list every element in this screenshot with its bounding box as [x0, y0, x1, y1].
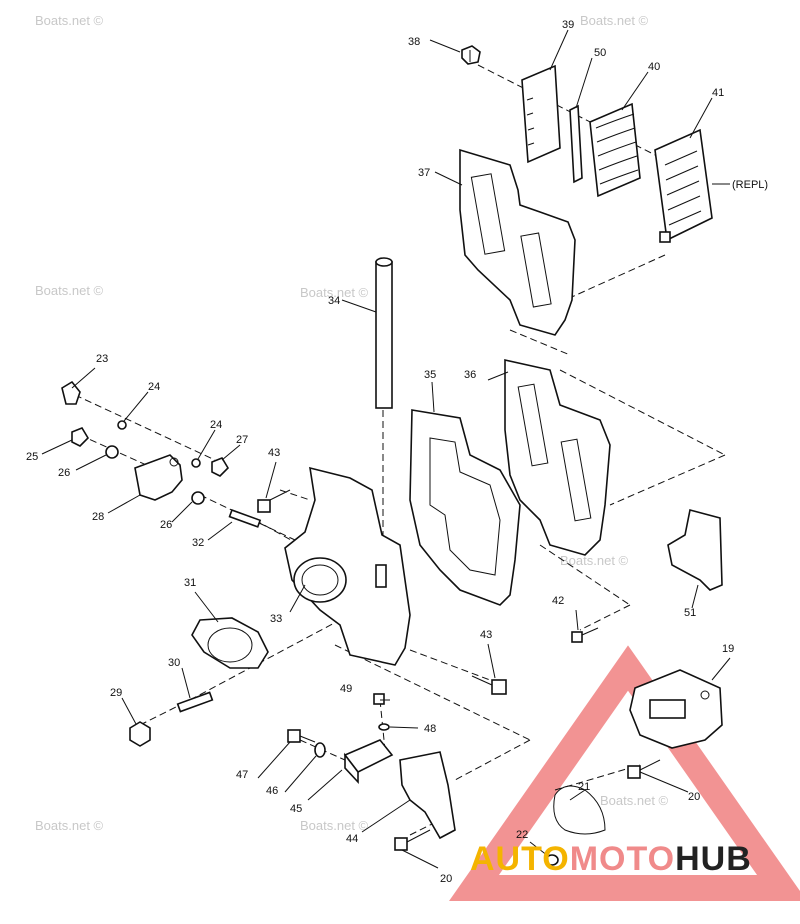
callout-50: 50	[594, 47, 606, 59]
callout-39: 39	[562, 19, 574, 31]
callout-43: 43	[268, 447, 280, 459]
part-50-strip	[569, 104, 583, 184]
part-43-screw	[257, 489, 291, 513]
part-26-washer	[191, 491, 205, 505]
part-49-bolt	[373, 693, 385, 705]
callout-34: 34	[328, 295, 340, 307]
callout-48: 48	[424, 723, 436, 735]
callout-21: 21	[578, 781, 590, 793]
callout-19: 19	[722, 643, 734, 655]
callout-20: 20	[688, 791, 700, 803]
callout-27: 27	[236, 434, 248, 446]
callout-37: 37	[418, 167, 430, 179]
part-39-plate	[521, 64, 561, 164]
leader-lines	[41, 29, 731, 869]
part-43-screw-lower	[471, 675, 507, 695]
watermark: Boats.net ©	[300, 818, 369, 833]
callout-41: 41	[712, 87, 724, 99]
part-22-screw	[545, 854, 559, 866]
callout-24b: 24	[210, 419, 222, 431]
part-44-bracket	[399, 751, 456, 840]
watermark: Boats.net ©	[35, 13, 104, 28]
part-41-reed-block	[654, 128, 713, 243]
callout-38: 38	[408, 36, 420, 48]
callout-26: 26	[58, 467, 70, 479]
watermark: Boats.net ©	[35, 283, 104, 298]
part-40-reeds	[589, 102, 641, 198]
part-45-block	[343, 739, 394, 785]
watermark: Boats.net ©	[300, 285, 369, 300]
part-30-stud	[176, 691, 214, 713]
brand-part-3: HUB	[675, 840, 752, 878]
part-24-washer	[191, 458, 201, 468]
callout-51: 51	[684, 607, 696, 619]
callout-28: 28	[92, 511, 104, 523]
part-23-fitting	[61, 380, 81, 405]
brand-part-1: AUTO	[470, 840, 570, 878]
callout-23: 23	[96, 353, 108, 365]
brand-triangle-logo	[449, 645, 800, 901]
callout-30: 30	[168, 657, 180, 669]
part-19-bracket	[629, 669, 723, 749]
callout-24: 24	[148, 381, 160, 393]
part-29-nut	[129, 721, 151, 747]
part-33-manifold	[284, 466, 411, 666]
part-37-gasket	[459, 148, 576, 336]
part-48-washer	[378, 723, 390, 731]
part-51-plate	[667, 509, 723, 591]
brand-part-2: MOTO	[569, 840, 676, 878]
watermark: Boats.net ©	[580, 13, 649, 28]
callout-20b: 20	[440, 873, 452, 885]
brand-wordmark: AUTOMOTOHUB	[470, 840, 795, 880]
part-47-bolt	[287, 729, 316, 743]
part-25-nut	[71, 427, 90, 447]
part-38-bolt	[461, 45, 481, 65]
part-31-gasket	[191, 617, 269, 669]
callout-45: 45	[290, 803, 302, 815]
part-20-bolt-upper	[627, 759, 661, 779]
part-28-bracket	[134, 454, 183, 501]
repl-note: (REPL)	[732, 179, 768, 191]
callout-33: 33	[270, 613, 282, 625]
callout-35: 35	[424, 369, 436, 381]
part-20-bolt	[394, 829, 431, 851]
part-21-wire	[553, 785, 606, 835]
watermarks: Boats.net © Boats.net © Boats.net © Boat…	[35, 13, 669, 833]
callout-46: 46	[266, 785, 278, 797]
part-34-tube	[375, 257, 393, 409]
part-27-nut	[211, 457, 230, 477]
part-36-gasket	[504, 359, 611, 556]
part-32-pin	[228, 509, 262, 528]
callout-42: 42	[552, 595, 564, 607]
callout-49: 49	[340, 683, 352, 695]
callout-26b: 26	[160, 519, 172, 531]
part-42-screw	[571, 627, 599, 643]
watermark: Boats.net ©	[600, 793, 669, 808]
callout-22: 22	[516, 829, 528, 841]
part-46-washer	[314, 742, 326, 758]
part-24-washer	[117, 420, 127, 430]
watermark: Boats.net ©	[560, 553, 629, 568]
part-26-washer	[105, 445, 119, 459]
callout-25: 25	[26, 451, 38, 463]
callout-29: 29	[110, 687, 122, 699]
callout-32: 32	[192, 537, 204, 549]
callout-36: 36	[464, 369, 476, 381]
callout-47: 47	[236, 769, 248, 781]
callout-40: 40	[648, 61, 660, 73]
callout-31: 31	[184, 577, 196, 589]
callout-44: 44	[346, 833, 358, 845]
callout-43b: 43	[480, 629, 492, 641]
part-35-gasket	[409, 409, 521, 606]
callout-labels: 38 39 50 40 41 37 34 23 24 24 27 25 26 2…	[26, 19, 768, 885]
watermark: Boats.net ©	[35, 818, 104, 833]
